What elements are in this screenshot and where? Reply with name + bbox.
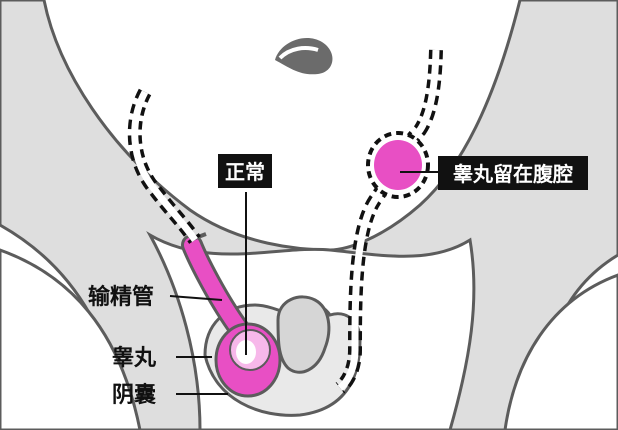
normal-dashed-path <box>127 88 201 244</box>
scrotum-label: 阴囊 <box>112 382 156 408</box>
undescended-tag: 睾丸留在腹腔 <box>438 156 588 190</box>
navel-icon <box>275 38 333 75</box>
vas-deferens-label: 输精管 <box>88 284 154 310</box>
undescended-testis <box>366 131 430 199</box>
normal-label: 正常 <box>225 160 265 184</box>
undescended-dashed-path <box>335 49 443 394</box>
testis-label: 睾丸 <box>112 345 157 371</box>
normal-tag: 正常 <box>218 154 272 188</box>
normal-testis <box>214 322 282 398</box>
leader-lines <box>169 171 438 395</box>
undescended-label: 睾丸留在腹腔 <box>453 162 573 186</box>
